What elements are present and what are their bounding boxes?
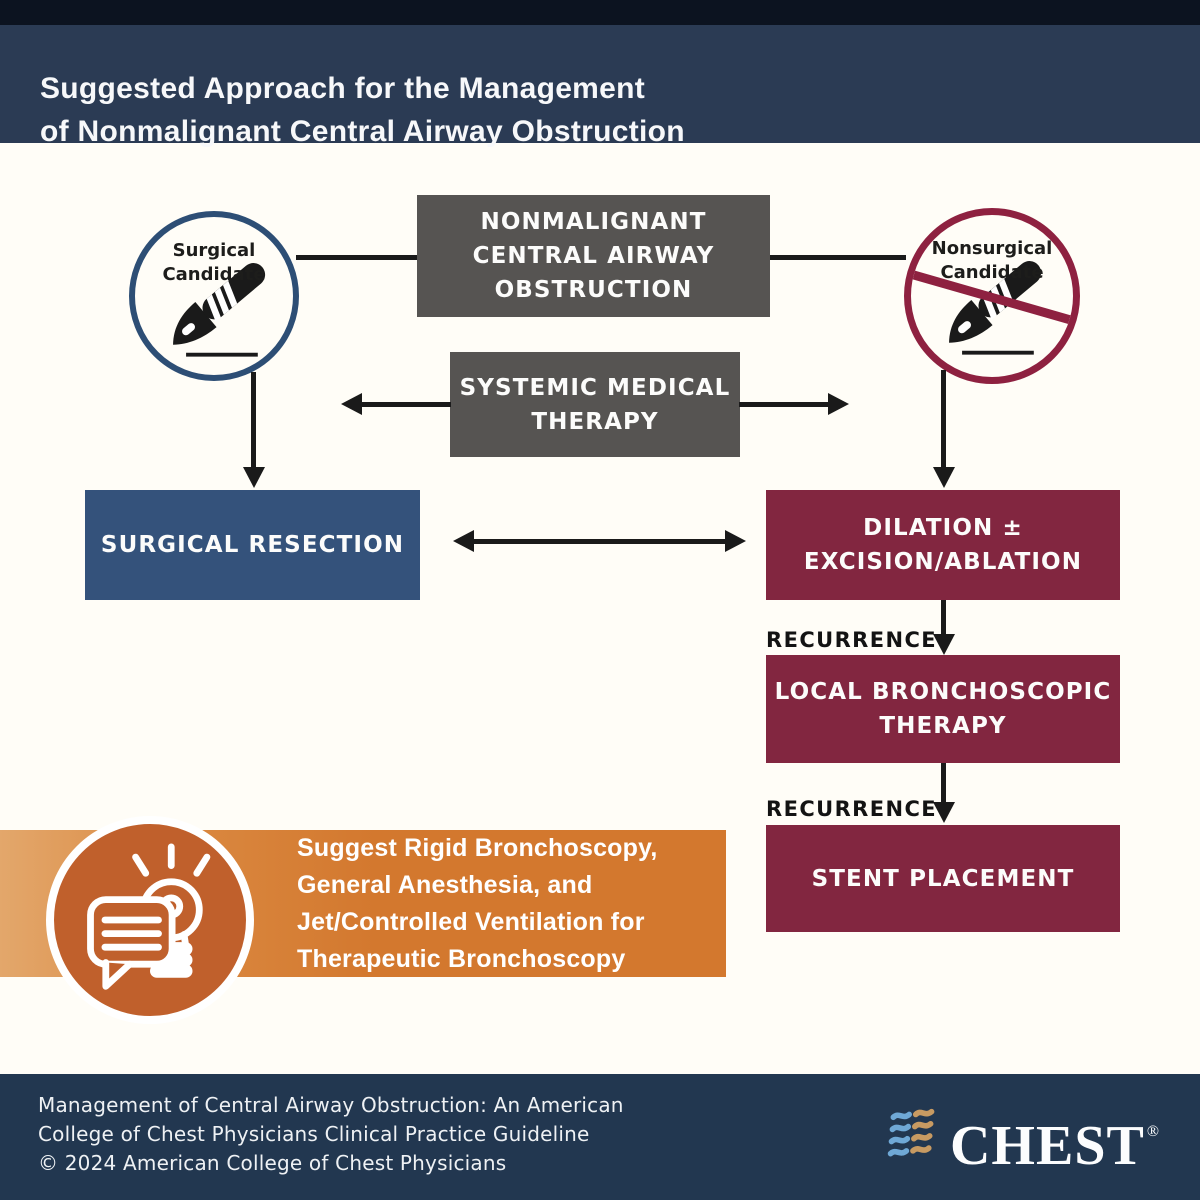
header-band: Suggested Approach for the Management of… (0, 25, 1200, 148)
suggestion-banner-text: Suggest Rigid Bronchoscopy, General Anes… (297, 833, 658, 973)
title-line-1: Suggested Approach for the Management (40, 72, 646, 105)
systemic-left-arrow-line (360, 402, 451, 407)
surgical-resection-box: SURGICAL RESECTION (85, 490, 420, 600)
systemic-therapy-box: SYSTEMIC MEDICAL THERAPY (450, 352, 740, 457)
suggestion-badge-circle (46, 816, 254, 1024)
registered-mark: ® (1146, 1123, 1160, 1140)
systemic-right-arrow-line (739, 402, 830, 407)
nonsurgical-candidate-circle: Nonsurgical Candidate (904, 208, 1080, 384)
arrow-recurrence1-line (941, 600, 946, 636)
connector-surgical-to-obstruction (296, 255, 418, 260)
top-accent-strip (0, 0, 1200, 25)
bidirectional-arrowhead-left (453, 530, 474, 552)
recurrence-label-1: RECURRENCE (766, 628, 937, 652)
nonsurgical-candidate-label: Nonsurgical Candidate (931, 238, 1053, 283)
title-line-2: of Nonmalignant Central Airway Obstructi… (40, 115, 685, 148)
bidirectional-arrow-line (472, 539, 726, 544)
arrow-nonsurgical-down-head (933, 467, 955, 488)
arrow-nonsurgical-down-line (941, 370, 946, 469)
arrow-recurrence2-line (941, 763, 946, 804)
citation-text: Management of Central Airway Obstruction… (38, 1093, 624, 1175)
chest-logo: CHEST® (884, 1102, 1160, 1176)
chest-logo-text: CHEST® (949, 1115, 1160, 1177)
footer-band: Management of Central Airway Obstruction… (0, 1074, 1200, 1200)
arrow-recurrence1-head (933, 634, 955, 655)
dilation-box: DILATION ± EXCISION/ABLATION (766, 490, 1120, 600)
local-bronchoscopic-box: LOCAL BRONCHOSCOPIC THERAPY (766, 655, 1120, 763)
bidirectional-arrowhead-right (725, 530, 746, 552)
recurrence-label-2: RECURRENCE (766, 797, 937, 821)
systemic-left-arrowhead (341, 393, 362, 415)
surgical-candidate-label: Surgical Candidate (162, 240, 266, 285)
page-title: Suggested Approach for the Management of… (40, 67, 685, 153)
arrow-surgical-down-head (243, 467, 265, 488)
arrow-surgical-down-line (251, 372, 256, 469)
connector-obstruction-to-nonsurgical (769, 255, 906, 260)
chest-chevron-logo-icon (887, 1108, 935, 1157)
speech-bubble-lightbulb-icon (87, 843, 211, 990)
arrow-recurrence2-head (933, 802, 955, 823)
obstruction-box: NONMALIGNANT CENTRAL AIRWAY OBSTRUCTION (417, 195, 770, 317)
stent-placement-box: STENT PLACEMENT (766, 825, 1120, 932)
surgical-candidate-circle: Surgical Candidate (129, 211, 299, 381)
systemic-right-arrowhead (828, 393, 849, 415)
scalpel-icon (173, 263, 266, 357)
